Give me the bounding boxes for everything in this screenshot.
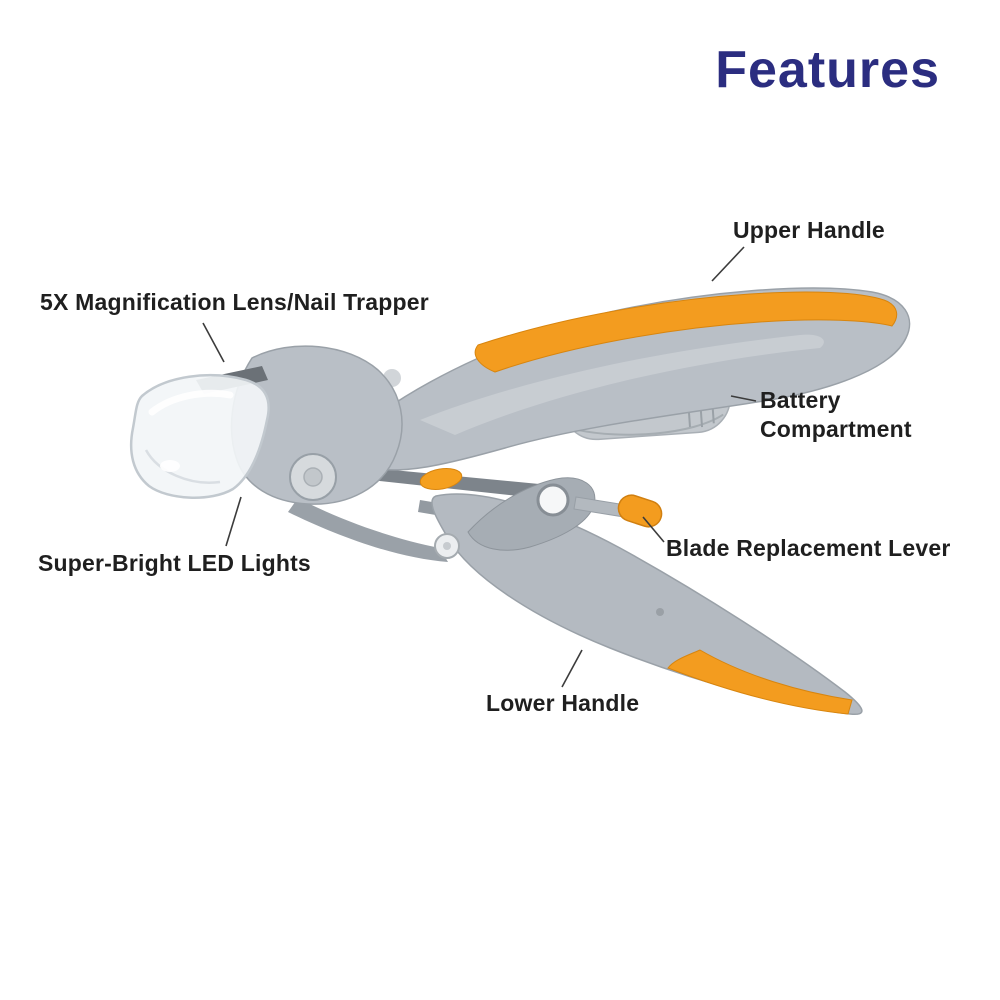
callout-upper-handle: Upper Handle: [733, 217, 885, 243]
callout-lower-handle: Lower Handle: [486, 690, 640, 716]
callout-led-lights: Super-Bright LED Lights: [38, 550, 311, 576]
callout-line-blade-lever: [642, 516, 665, 543]
page-title: Features: [715, 41, 940, 99]
led-light: [160, 460, 180, 472]
pivot-screw: [289, 453, 337, 501]
lower-jaw: [288, 498, 448, 562]
callout-line-upper-handle: [711, 246, 745, 282]
lower-pivot-screw: [434, 533, 460, 559]
upper-handle-grip: [474, 291, 898, 373]
callout-magnification-lens: 5X Magnification Lens/Nail Trapper: [40, 289, 429, 315]
callout-line-battery: [730, 395, 757, 402]
linkage-arm: [467, 477, 596, 551]
callout-line-magnification: [202, 322, 225, 363]
callout-line-led-lights: [225, 496, 242, 547]
callout-battery-compartment: Battery Compartment: [760, 387, 912, 442]
lower-handle-pin: [656, 608, 664, 616]
lower-handle: [431, 493, 863, 716]
callout-line-lower-handle: [561, 649, 583, 688]
upper-handle: [351, 287, 911, 471]
linkage-hole: [536, 483, 570, 517]
magnification-lens: [129, 374, 270, 499]
lower-handle-grip: [667, 649, 853, 715]
callout-blade-lever: Blade Replacement Lever: [666, 535, 951, 561]
handle-button: [419, 467, 463, 491]
blade-replacement-lever: [573, 494, 663, 528]
